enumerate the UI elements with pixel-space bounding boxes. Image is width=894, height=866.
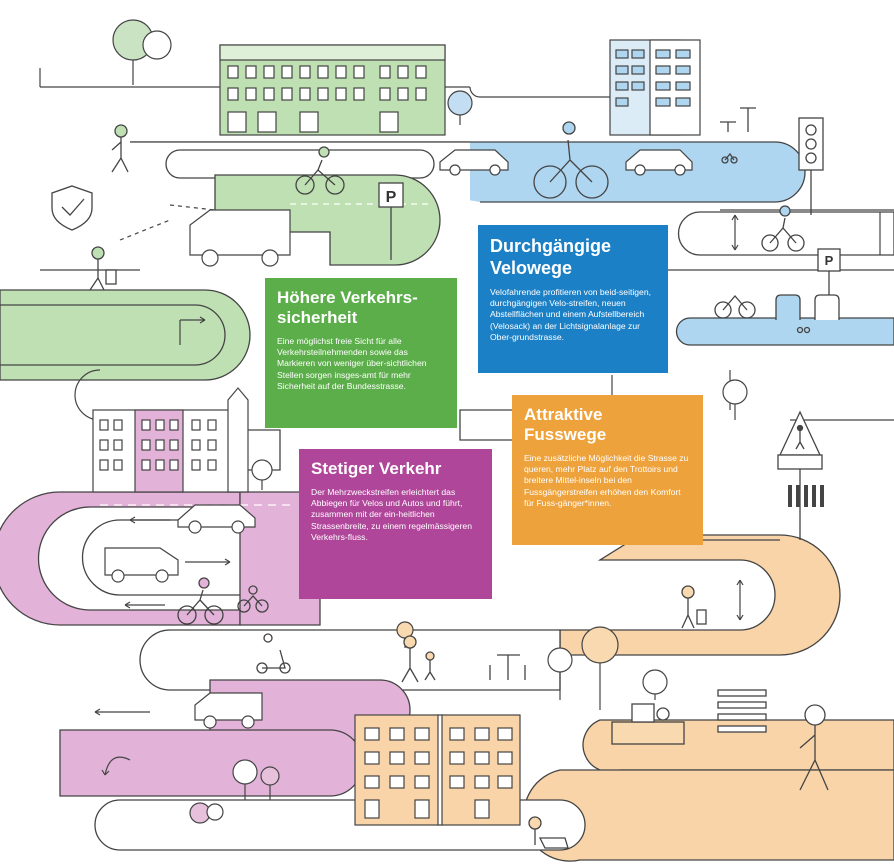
card-velowege-title: Durchgängige Velowege xyxy=(490,235,656,279)
card-fusswege: Attraktive Fusswege Eine zusätzliche Mög… xyxy=(512,395,703,545)
parking-sign-icon: P xyxy=(817,248,841,300)
pedestrian-icon xyxy=(401,635,419,683)
card-sicherheit: Höhere Verkehrs- sicherheit Eine möglich… xyxy=(265,278,457,428)
card-verkehr-text: Der Mehrzweckstreifen erleichtert das Ab… xyxy=(311,487,472,542)
card-velowege-title-line2: Velowege xyxy=(490,258,573,278)
vehicles xyxy=(104,149,693,729)
scooter-icon xyxy=(256,633,291,674)
car-icon xyxy=(177,504,256,534)
card-fusswege-title-line1: Attraktive xyxy=(524,405,603,424)
card-velowege: Durchgängige Velowege Velofahrende profi… xyxy=(478,225,668,373)
van-icon xyxy=(104,547,179,583)
pedestrian-icon xyxy=(111,124,129,173)
cyclist-icon xyxy=(177,577,224,625)
building-top-center xyxy=(219,44,446,136)
car-icon xyxy=(625,149,693,176)
cyclists xyxy=(177,121,805,674)
child-icon xyxy=(424,651,436,681)
street-furniture: P P xyxy=(51,107,841,745)
bike-lane-symbol-icon xyxy=(721,152,811,334)
trees xyxy=(112,19,748,824)
van-icon xyxy=(189,209,291,267)
traffic-light-icon xyxy=(798,117,824,215)
cafe-table-icon xyxy=(489,107,756,680)
parking-sign-label: P xyxy=(825,253,834,268)
parking-sign-icon: P xyxy=(378,182,404,260)
card-velowege-text: Velofahrende profitieren von beid-seitig… xyxy=(490,287,652,342)
card-fusswege-text: Eine zusätzliche Möglichkeit die Strasse… xyxy=(524,453,689,508)
card-fusswege-title: Attraktive Fusswege xyxy=(524,405,691,445)
parked-bicycle-icon xyxy=(714,295,756,319)
building-top-right xyxy=(609,39,701,136)
lane-markings xyxy=(94,203,744,776)
building-middle-left xyxy=(92,387,249,493)
pedestrian-icon xyxy=(89,246,117,291)
pedestrian-icon xyxy=(799,704,829,791)
card-sicherheit-title-line1: Höhere Verkehrs- xyxy=(277,288,418,307)
car-icon xyxy=(439,149,509,176)
card-fusswege-title-line2: Fusswege xyxy=(524,425,607,444)
card-sicherheit-text: Eine möglichst freie Sicht für alle Verk… xyxy=(277,336,427,391)
zebra-crossing-icon xyxy=(788,485,824,507)
parking-sign-label: P xyxy=(386,189,397,206)
cyclist-icon xyxy=(295,146,345,195)
card-velowege-title-line1: Durchgängige xyxy=(490,236,612,256)
cyclist-icon xyxy=(533,121,609,199)
pedestrian-crossing-sign-icon xyxy=(777,410,823,540)
safety-shield-icon xyxy=(51,185,93,231)
card-verkehr: Stetiger Verkehr Der Mehrzweckstreifen e… xyxy=(299,449,492,599)
card-sicherheit-title: Höhere Verkehrs- sicherheit xyxy=(277,288,445,328)
shopping-cart-icon xyxy=(528,816,569,849)
pedestrians xyxy=(89,124,829,849)
market-stall-icon xyxy=(611,703,685,745)
pedestrian-icon xyxy=(681,585,707,629)
van-icon xyxy=(194,692,263,729)
cyclist-icon xyxy=(237,585,269,613)
card-verkehr-title: Stetiger Verkehr xyxy=(311,459,442,478)
bike-parking-icon xyxy=(775,294,840,320)
building-bottom xyxy=(354,714,521,826)
cyclist-icon xyxy=(761,205,805,252)
card-sicherheit-title-line2: sicherheit xyxy=(277,308,358,327)
lane-lines xyxy=(39,68,894,541)
zebra-crossing-icon xyxy=(717,689,767,733)
